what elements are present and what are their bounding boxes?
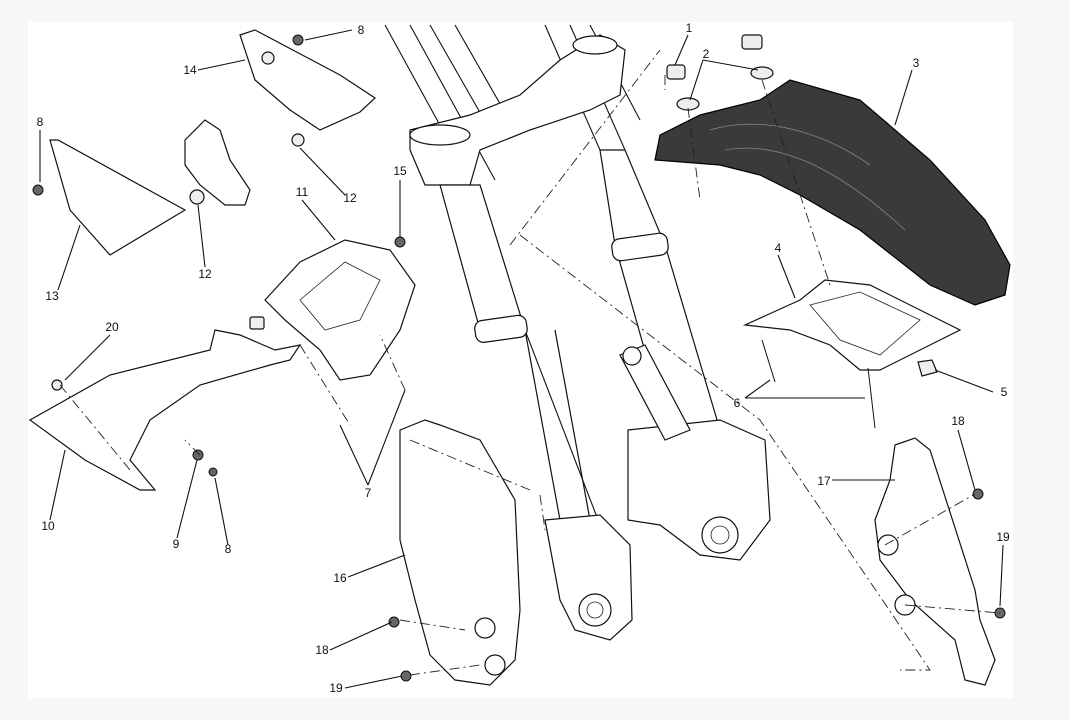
- callout-18-left: 18: [315, 643, 329, 657]
- callout-8-top: 8: [358, 23, 365, 37]
- callout-12-lower: 12: [198, 267, 212, 281]
- cover-11: [249, 236, 416, 381]
- callout-1: 1: [686, 21, 693, 35]
- fender-hardware: [664, 34, 938, 429]
- callout-8-left: 8: [37, 115, 44, 129]
- callout-4: 4: [775, 241, 782, 255]
- fork-guard-17: [874, 437, 1006, 686]
- side-panel-left: [32, 119, 251, 256]
- cover-14: [239, 29, 376, 147]
- callout-10: 10: [41, 519, 55, 533]
- callout-14: 14: [183, 63, 197, 77]
- callout-20: 20: [105, 320, 119, 334]
- callout-19-right: 19: [996, 530, 1010, 544]
- callout-17: 17: [817, 474, 831, 488]
- fork-assembly: [384, 24, 771, 641]
- callout-6: 6: [734, 396, 741, 410]
- fender-bracket: [742, 279, 962, 371]
- callout-3: 3: [913, 56, 920, 70]
- callout-12-upper: 12: [343, 191, 357, 205]
- callout-13: 13: [45, 289, 59, 303]
- callout-15: 15: [393, 164, 407, 178]
- callout-19-left: 19: [329, 681, 343, 695]
- callout-16: 16: [333, 571, 347, 585]
- callout-7: 7: [365, 486, 372, 500]
- callout-labels: 1 2 3 4 5 6 7 8 8 8 9 10 11 12 12 13 14 …: [37, 21, 1010, 695]
- callout-2: 2: [703, 47, 710, 61]
- leader-lines: [39, 29, 1004, 689]
- callout-9: 9: [173, 537, 180, 551]
- callout-11: 11: [296, 185, 309, 199]
- assembly-lines: [59, 49, 1001, 676]
- front-fender: [654, 79, 1011, 306]
- fork-guard-16: [388, 419, 521, 686]
- lower-panel-10: [28, 329, 302, 491]
- callout-8-bottom: 8: [225, 542, 232, 556]
- callout-5: 5: [1001, 385, 1008, 399]
- callout-18-right: 18: [951, 414, 965, 428]
